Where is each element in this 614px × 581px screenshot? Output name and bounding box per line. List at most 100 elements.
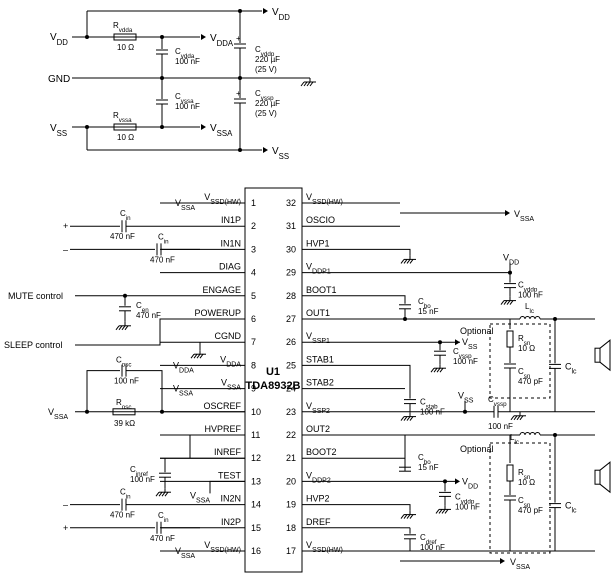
pin-number: 32 [286,198,296,208]
pin-number: 28 [286,291,296,301]
net-label: VDD [462,476,478,490]
pin-name: POWERUP [194,308,241,318]
component-value: 100 nF [420,543,445,552]
pin-number: 26 [286,337,296,347]
pin-number: 19 [286,500,296,510]
plus-mark: + [236,89,241,98]
resistor-rvssa [113,123,137,131]
wire [403,416,408,421]
component-name: Llc [525,302,534,315]
speaker-icon [594,347,601,363]
pin-name: IN1P [221,215,241,225]
pin-number: 4 [251,268,256,278]
wire [409,416,414,421]
net-label: VSSA [514,209,534,223]
component-value: 470 nF [110,511,135,520]
pin-name: INREF [214,447,242,457]
pin-name: VSSP1 [306,331,330,345]
component-value: 100 nF [518,291,543,300]
pin-number: 24 [286,384,296,394]
pin-number: 22 [286,430,296,440]
net-label: VSS [458,391,474,405]
speaker-icon [599,339,611,372]
component-value: 100 nF [455,502,480,511]
input-label: SLEEP control [4,340,62,350]
ic-part: TDA8932B [245,380,300,392]
wire [75,318,245,346]
ic-ref: U1 [266,366,280,378]
junction-dot [85,35,89,39]
pin-number: 5 [251,291,256,301]
net-label: VDDA [210,33,234,48]
wire [500,300,505,305]
arrow [201,124,206,130]
inductor [519,316,541,320]
component-name: Cvddp [455,492,475,505]
optional-box [489,323,551,399]
input-label: MUTE control [8,291,63,301]
wire [516,415,521,421]
component-name: Cbo [418,297,431,310]
component-value: 470 nF [150,534,175,543]
ic-body [244,187,303,573]
pin-number: 2 [251,221,256,231]
component-value: 100 nF [175,57,200,66]
pin-name: STAB2 [306,378,334,388]
arrow [500,558,505,564]
component-value: 10 Ω [117,43,134,52]
component-name: Rvssa [113,111,132,124]
component-name: Cbo [418,453,431,466]
pin-number: 9 [251,384,256,394]
pin-number: 13 [251,476,261,486]
component-value: 470 nF [136,311,161,320]
arrow [455,339,460,346]
component-name: Cvssp [255,89,274,102]
wire [115,325,120,331]
speaker-icon [599,461,611,494]
wire [118,325,123,331]
pin-name: STAB1 [306,354,334,364]
pin-number: 1 [251,198,256,208]
wire [400,259,405,264]
wire [403,259,408,264]
component-name: Cvddp [518,281,538,294]
wire [306,81,311,87]
component-name: Cvssp [453,347,472,360]
component-rating: (25 V) [255,109,277,118]
pin-name: VSSP2 [306,401,330,415]
wire [161,491,166,497]
wire [403,514,408,519]
component-name: Rsn [518,468,531,481]
pin-name: DREF [306,517,331,527]
pin-name: IN2N [220,494,241,504]
wire [126,370,163,412]
pin-name: DIAG [219,262,241,272]
component-value: 220 µF [255,99,280,108]
component-value: 100 nF [114,377,139,386]
component-name: Cinref [130,465,148,478]
component-name: Cvssa [175,92,194,105]
net-label: VSS [272,146,289,161]
wire [189,434,245,459]
junction-dot [85,409,89,414]
pin-number: 18 [286,523,296,533]
wire [444,509,449,514]
component-value: 10 Ω [518,478,535,487]
pin-name: OUT1 [306,308,330,318]
junction-dot [443,479,447,484]
pin-number: 30 [286,244,296,254]
wire [510,415,515,421]
arrow [505,210,510,216]
wire [438,509,443,514]
component-name: Cvddp [255,45,275,58]
component-value: 100 nF [130,475,155,484]
pin-number: 15 [251,523,261,533]
component-name: Llc [510,433,519,446]
net-label: VDDA [173,360,194,374]
component-value: 15 nF [418,307,439,316]
pin-name: CGND [215,331,242,341]
component-value: 100 nF [488,422,513,431]
pin-name: BOOT1 [306,285,337,295]
pin-name: ENGAGE [202,285,241,295]
